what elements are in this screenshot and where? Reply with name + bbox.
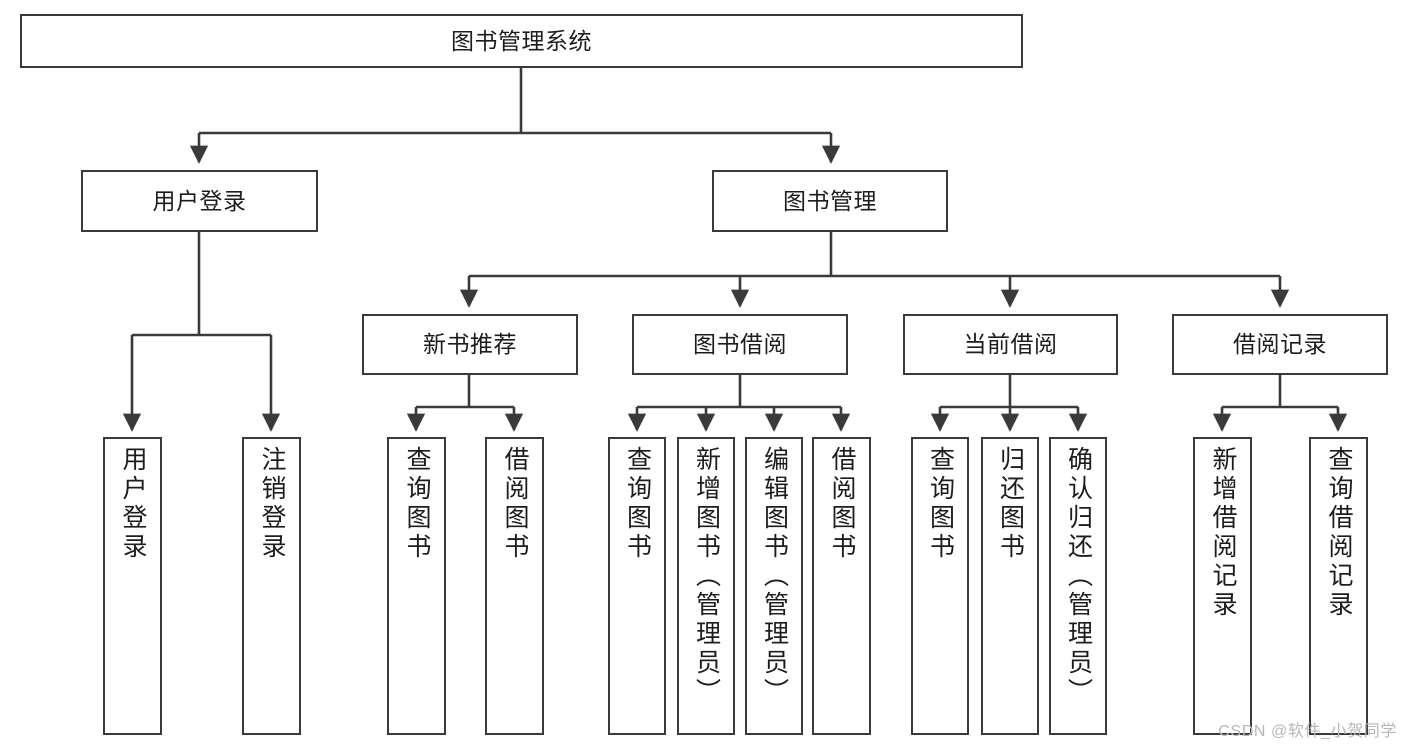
node-current-borrowing[interactable]: 当前借阅 <box>903 314 1118 375</box>
node-root-system[interactable]: 图书管理系统 <box>20 14 1023 68</box>
node-user-login[interactable]: 用户登录 <box>81 170 318 232</box>
leaf-borrow-book-new[interactable]: 借阅图书 <box>485 437 544 735</box>
node-label: 新书推荐 <box>423 331 517 358</box>
leaf-confirm-return-admin[interactable]: 确认归还（管理员） <box>1049 437 1107 735</box>
node-label: 查询图书 <box>623 446 652 562</box>
node-label: 查询图书 <box>403 446 431 562</box>
leaf-query-borrow-record[interactable]: 查询借阅记录 <box>1309 437 1368 735</box>
leaf-add-book-admin[interactable]: 新增图书（管理员） <box>677 437 735 735</box>
node-borrow-records[interactable]: 借阅记录 <box>1172 314 1388 375</box>
node-label: 图书借阅 <box>693 331 787 358</box>
node-label: 图书管理 <box>783 187 877 214</box>
leaf-query-book-new[interactable]: 查询图书 <box>387 437 446 735</box>
node-book-management[interactable]: 图书管理 <box>712 170 948 232</box>
leaf-borrow-book[interactable]: 借阅图书 <box>812 437 871 735</box>
node-label: 新增借阅记录 <box>1209 446 1237 620</box>
node-label: 借阅记录 <box>1233 331 1327 358</box>
node-label: 借阅图书 <box>501 446 529 562</box>
node-label: 用户登录 <box>119 446 147 562</box>
leaf-query-book-current[interactable]: 查询图书 <box>911 437 969 735</box>
node-book-borrowing[interactable]: 图书借阅 <box>632 314 848 375</box>
node-label: 注销登录 <box>258 446 286 562</box>
node-label: 新增图书（管理员） <box>692 446 721 707</box>
node-label: 当前借阅 <box>963 331 1058 358</box>
node-label: 图书管理系统 <box>451 27 592 54</box>
node-label: 编辑图书（管理员） <box>760 446 789 707</box>
node-label: 确认归还（管理员） <box>1064 446 1093 707</box>
node-label: 查询图书 <box>926 446 955 562</box>
node-new-book-recommendation[interactable]: 新书推荐 <box>362 314 578 375</box>
leaf-edit-book-admin[interactable]: 编辑图书（管理员） <box>745 437 803 735</box>
leaf-return-book[interactable]: 归还图书 <box>981 437 1039 735</box>
leaf-logout[interactable]: 注销登录 <box>242 437 301 735</box>
node-label: 归还图书 <box>996 446 1025 562</box>
node-label: 借阅图书 <box>828 446 856 562</box>
leaf-user-login[interactable]: 用户登录 <box>103 437 162 735</box>
leaf-add-borrow-record[interactable]: 新增借阅记录 <box>1193 437 1252 735</box>
leaf-query-book-borrow[interactable]: 查询图书 <box>608 437 666 735</box>
node-label: 用户登录 <box>152 187 247 214</box>
node-label: 查询借阅记录 <box>1325 446 1353 620</box>
